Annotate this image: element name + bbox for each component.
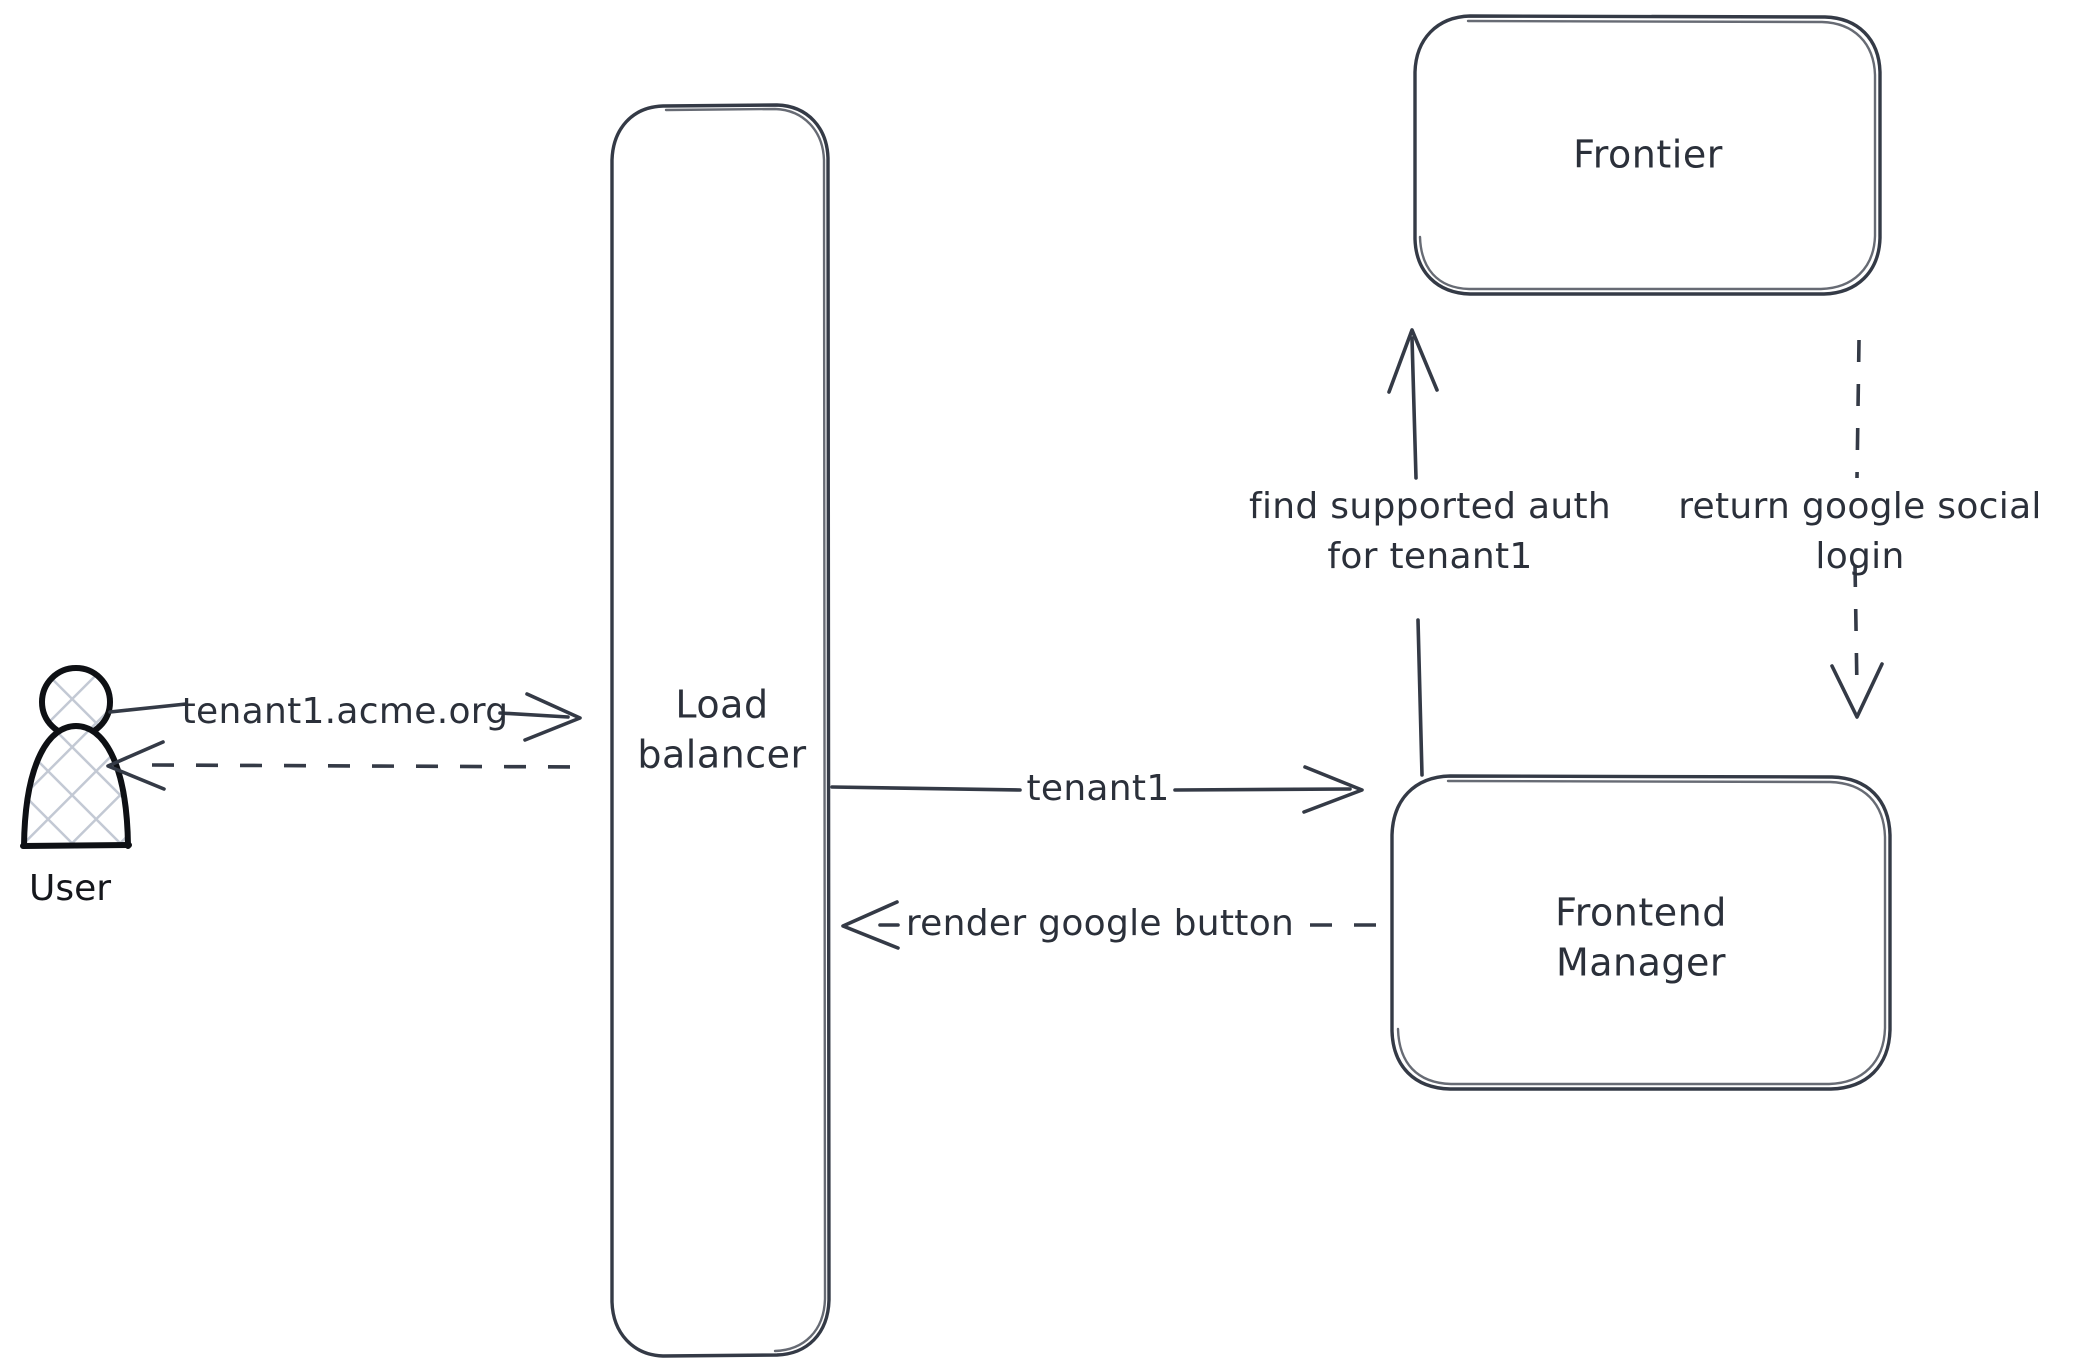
edge-fm-to-frontier-line-lower [1416, 618, 1424, 777]
frontend-manager-label-line1: Frontend [1555, 891, 1727, 935]
edge-fm-to-frontier-line-upper [1410, 336, 1418, 480]
load-balancer-label-line1: Load [675, 683, 768, 727]
edge-fm-to-lb-arrowhead [841, 900, 900, 950]
edge-frontier-to-fm-label-line2: login [1815, 536, 1904, 577]
edge-user-to-load-balancer[interactable]: tenant1.acme.org [108, 691, 582, 742]
load-balancer-shape-sketch [664, 107, 827, 1353]
user-body-icon [24, 726, 128, 846]
edge-lb-to-user-arrowhead [106, 740, 166, 791]
edge-frontier-to-fm-line-upper [1855, 339, 1861, 479]
edge-user-to-lb-label: tenant1.acme.org [182, 691, 509, 732]
load-balancer-label-line2: balancer [637, 733, 806, 777]
node-frontend-manager[interactable]: Frontend Manager [1390, 774, 1892, 1091]
edge-user-to-lb-arrowhead [523, 692, 582, 742]
frontier-shape-sketch [1418, 19, 1877, 291]
edge-user-to-lb-line-right [498, 711, 570, 719]
node-frontier[interactable]: Frontier [1413, 14, 1882, 296]
actor-user-label: User [29, 868, 111, 909]
edge-frontend-manager-to-load-balancer[interactable]: render google button [841, 900, 1378, 950]
user-head-icon [42, 668, 110, 736]
edge-lb-to-fm-arrowhead [1302, 765, 1364, 814]
edge-load-balancer-to-user[interactable] [106, 740, 586, 791]
node-load-balancer[interactable]: Load balancer [610, 103, 831, 1358]
user-body-base [20, 842, 132, 849]
edge-fm-to-lb-label: render google button [906, 903, 1294, 944]
edge-frontend-manager-to-frontier[interactable]: find supported auth for tenant1 [1249, 328, 1611, 777]
edge-load-balancer-to-frontend-manager[interactable]: tenant1 [830, 765, 1364, 814]
edge-fm-to-frontier-label-line2: for tenant1 [1327, 536, 1532, 577]
frontend-manager-label-line2: Manager [1556, 941, 1726, 985]
edge-frontier-to-fm-arrowhead [1830, 662, 1884, 719]
frontend-manager-shape [1390, 774, 1892, 1091]
edge-frontier-to-fm-line-lower [1853, 564, 1859, 691]
edge-fm-to-frontier-label-line1: find supported auth [1249, 486, 1611, 527]
edge-frontier-to-frontend-manager[interactable]: return google social login [1678, 339, 2042, 719]
user-body-outline [21, 723, 131, 849]
frontier-label: Frontier [1573, 133, 1723, 177]
actor-user[interactable]: User [20, 665, 132, 909]
load-balancer-shape [610, 103, 831, 1358]
edge-lb-to-fm-line-right [1173, 787, 1352, 792]
frontend-manager-shape-sketch [1396, 779, 1887, 1086]
edge-lb-to-fm-label: tenant1 [1026, 768, 1169, 809]
frontier-shape [1413, 14, 1882, 296]
edge-frontier-to-fm-label-line1: return google social [1678, 486, 2042, 527]
edge-user-to-lb-line-left [108, 702, 188, 714]
edge-lb-to-fm-line-left [830, 785, 1022, 792]
edge-lb-to-user-line [151, 763, 586, 769]
edge-fm-to-frontier-arrowhead [1387, 328, 1439, 394]
